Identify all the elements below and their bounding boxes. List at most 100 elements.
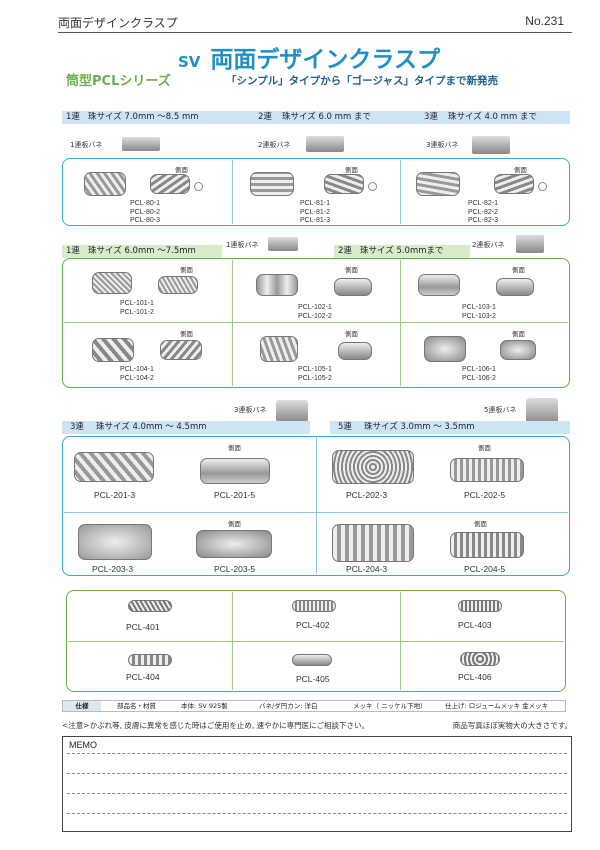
sec3-ren-1: 3連 [70,422,84,432]
sec2-bane-2: 2連板バネ [472,241,505,249]
section2-frame [62,258,570,388]
spec-head: 仕様 [63,701,101,711]
product-image-pcl-104-front [92,338,134,362]
section1-frame [62,158,570,226]
side-label: 側面 [180,266,193,274]
product-image-pcl-202-3 [332,450,414,484]
product-image-pcl-106-front [424,336,466,362]
side-label: 側面 [345,166,358,174]
side-label: 側面 [228,520,241,528]
sec1-size-2: 珠サイズ 6.0 mm まで [282,112,371,122]
product-code-pcl-404: PCL-404 [126,672,160,682]
sec3-size-1: 珠サイズ 4.0mm ～ 4.5mm [96,422,207,432]
sec1-size-3: 珠サイズ 4.0 mm まで [448,112,537,122]
series-title: 筒型PCLシリーズ [66,74,171,89]
product-code-pcl-204-3: PCL-204-3 [346,564,388,574]
product-image-pcl-204-3 [332,524,414,562]
section2-bar-left: 1連 珠サイズ 6.0mm ～7.5mm [62,245,222,258]
product-image-pcl-103-front [418,274,460,296]
side-label: 側面 [474,520,487,528]
memo-line [67,813,567,814]
spring-clasp-2ren [306,136,344,152]
header-rule [58,32,572,33]
sec1-ren-2: 2連 [258,112,272,122]
product-image-pcl-405 [292,654,332,666]
sec3-bane-1: 3連板バネ [234,406,267,414]
product-image-pcl-81-front [250,172,294,196]
spec-item: メッキ（ ニッケル下地） [353,702,427,710]
memo-title: MEMO [69,740,97,750]
memo-line [67,773,567,774]
spec-item: 本体: SV 925製 [181,702,228,710]
title-main: 両面デザインクラスプ [210,47,440,73]
product-image-pcl-202-5 [450,458,524,482]
side-label: 側面 [175,166,188,174]
product-code-pcl-202-3: PCL-202-3 [346,490,388,500]
size-note: 商品写真ほぼ実物大の大きさです。 [452,721,572,730]
side-label: 側面 [478,444,491,452]
section3-hdivider [64,512,568,513]
spring-clasp-3ren [472,136,510,154]
spring-clasp-2ren [516,235,544,253]
section1-divider-1 [232,160,233,224]
side-label: 側面 [180,330,193,338]
sec1-bane-2: 2連板バネ [258,141,291,149]
product-code-pcl-401: PCL-401 [126,622,160,632]
product-image-pcl-102-side [334,278,372,296]
product-image-pcl-82-side [494,174,534,194]
sec1-ren-3: 3連 [424,112,438,122]
sec2-size-2: 珠サイズ 5.0mmまで [360,246,444,256]
side-label: 側面 [228,444,241,452]
product-image-pcl-402 [292,600,336,612]
product-image-pcl-406 [460,652,500,666]
sec1-bane-3: 3連板バネ [426,141,459,149]
section4-frame [66,590,566,692]
product-image-pcl-203-3 [78,524,152,560]
product-code-pcl-202-5: PCL-202-5 [464,490,506,500]
side-label: 側面 [514,166,527,174]
product-image-pcl-104-side [160,340,202,360]
sec3-ren-2: 5連 [338,422,352,432]
section3-frame [62,436,570,576]
sec2-ren-1: 1連 [66,246,80,256]
sec2-ren-2: 2連 [338,246,352,256]
product-code-pcl-403: PCL-403 [458,620,492,630]
product-code-pcl-204-5: PCL-204-5 [464,564,506,574]
header-left: 両面デザインクラスプ [58,16,178,30]
section3-bar-left: 3連 珠サイズ 4.0mm ～ 4.5mm [62,421,310,434]
tagline: 「シンプル」タイプから「ゴージャス」タイプまで新発売 [226,75,498,87]
product-image-pcl-201-5 [200,458,270,484]
side-label: 側面 [512,266,525,274]
product-image-pcl-80-side [150,174,190,194]
product-image-pcl-201-3 [74,452,154,482]
product-image-pcl-102-front [256,274,298,296]
memo-box[interactable]: MEMO [62,736,572,832]
product-image-pcl-101-front [92,272,132,294]
side-label: 側面 [512,330,525,338]
sec1-size-1: 珠サイズ 7.0mm ～8.5 mm [88,112,199,122]
spring-clasp-3ren [276,400,308,422]
product-code-pcl-203-3: PCL-203-3 [92,564,134,574]
product-code-pcl-201-3: PCL-201-3 [94,490,136,500]
section2-divider-2 [400,260,401,386]
section3-divider [316,438,317,574]
caution-note: <注意>かぶれ等, 皮膚に異常を感じた時はご使用を止め, 速やかに専門医にご相談… [62,721,369,730]
product-image-pcl-204-5 [450,532,524,558]
ring-icon [194,182,203,191]
product-image-pcl-106-side [500,340,536,360]
product-image-pcl-80-front [84,172,126,196]
spec-row: 仕様 部品名・材質 本体: SV 925製 バネ/ダ円カン: 洋白 メッキ（ ニ… [62,700,566,712]
product-code-pcl-402: PCL-402 [296,620,330,630]
product-image-pcl-404 [128,654,172,666]
section2-divider-1 [232,260,233,386]
sec2-bane-1: 1連板バネ [226,241,259,249]
memo-line [67,793,567,794]
product-image-pcl-401 [128,600,172,612]
